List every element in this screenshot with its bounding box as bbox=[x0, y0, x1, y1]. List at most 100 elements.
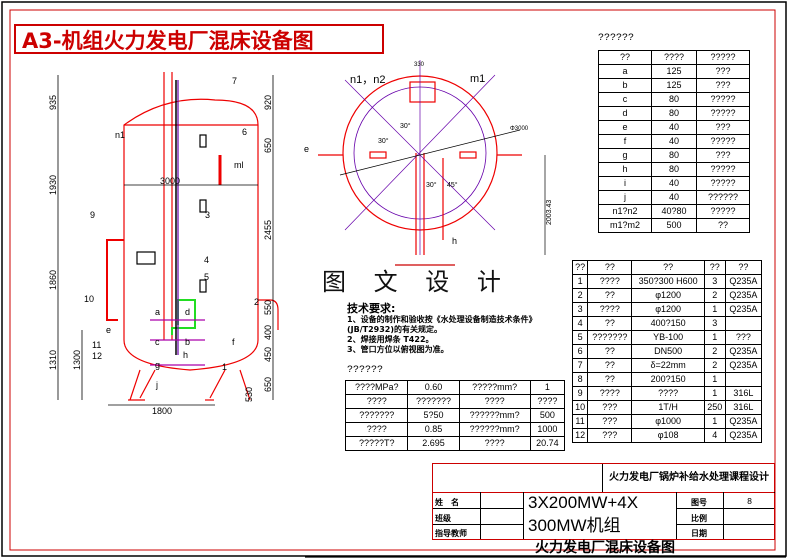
plan-dim-330: 330 bbox=[414, 62, 425, 68]
table-cell: m1?m2 bbox=[598, 218, 652, 233]
table-cell: ?? bbox=[587, 260, 633, 275]
table-cell: Q235A bbox=[724, 414, 763, 429]
table-cell: ????? bbox=[695, 106, 751, 121]
scale-label: 比例 bbox=[691, 514, 707, 523]
table-cell: 350?300 H600 bbox=[631, 274, 705, 289]
elevation-labels: 7 6 9 3 4 5 2 10 11 12 1 a b c d e f g h… bbox=[48, 76, 273, 416]
part-label-2: 2 bbox=[254, 297, 259, 307]
table-cell: 40?80 bbox=[650, 204, 697, 219]
advisor-label: 指导教师 bbox=[435, 529, 467, 538]
table-cell: ?? bbox=[587, 358, 633, 373]
part-label-10: 10 bbox=[84, 294, 94, 304]
part-label-7: 7 bbox=[232, 76, 237, 86]
diameter-dim: 3000 bbox=[160, 176, 180, 186]
base-width-dim: 1800 bbox=[152, 406, 172, 416]
table-cell: 80 bbox=[650, 106, 697, 121]
plan-angle-3: 30° bbox=[426, 181, 437, 189]
nozzle-table-caption: ?????? bbox=[598, 33, 635, 44]
elevation-view bbox=[57, 72, 279, 406]
dim-right-2: 650 bbox=[263, 138, 273, 153]
table-cell: ???? bbox=[344, 422, 409, 437]
table-cell: 1000 bbox=[529, 422, 566, 437]
table-cell: 80 bbox=[650, 162, 697, 177]
drawing-no-label: 图号 bbox=[691, 498, 707, 507]
part-label-4: 4 bbox=[204, 255, 209, 265]
nozzle-f: f bbox=[232, 337, 235, 347]
page-title: A3-机组火力发电厂混床设备图 bbox=[14, 24, 384, 54]
drawing-no: 8 bbox=[747, 497, 753, 506]
plan-dim-height: 2003.43 bbox=[546, 200, 553, 225]
part-label-3: 3 bbox=[205, 210, 210, 220]
table-cell: 40 bbox=[650, 120, 697, 135]
table-cell: ?? bbox=[703, 260, 726, 275]
table-cell: g bbox=[598, 148, 652, 163]
table-cell: ?? bbox=[631, 260, 705, 275]
param-table-caption: ?????? bbox=[347, 365, 384, 376]
table-row: ???????5?50??????mm?500 bbox=[344, 408, 566, 423]
project-line-2: 300MW机组 bbox=[528, 516, 621, 535]
class-label: 班级 bbox=[435, 514, 451, 523]
plan-angle-4: 45° bbox=[447, 181, 458, 189]
table-cell: Q235A bbox=[724, 302, 763, 317]
table-cell: ????? bbox=[695, 176, 751, 191]
table-cell: 125 bbox=[650, 64, 697, 79]
table-cell: 40 bbox=[650, 190, 697, 205]
table-row: ??????????????????? bbox=[344, 394, 566, 409]
dim-right-8: 530 bbox=[244, 387, 254, 402]
table-cell: YB-100 bbox=[631, 330, 705, 345]
table-cell: 12 bbox=[571, 428, 589, 443]
nozzle-e: e bbox=[106, 325, 111, 335]
table-cell: 316L bbox=[724, 400, 763, 415]
table-cell: ?????mm? bbox=[458, 380, 531, 395]
nozzle-c: c bbox=[155, 337, 160, 347]
table-cell bbox=[724, 372, 763, 387]
nozzle-a: a bbox=[155, 307, 160, 317]
part-label-12: 12 bbox=[92, 351, 102, 361]
table-cell: 500 bbox=[529, 408, 566, 423]
part-label-11: 11 bbox=[92, 340, 101, 350]
table-cell: 6 bbox=[571, 344, 589, 359]
table-cell: 9 bbox=[571, 386, 589, 401]
requirement-1: 1、设备的制作和验收按《水处理设备制造技术条件》(JB/T2932)的有关规定。 bbox=[347, 315, 537, 334]
nozzle-j: j bbox=[155, 380, 158, 390]
table-cell: ???? bbox=[458, 436, 531, 451]
table-cell: 20.74 bbox=[529, 436, 566, 451]
plan-angle-2: 30° bbox=[378, 137, 389, 145]
dim-left-3: 1860 bbox=[48, 270, 58, 290]
dim-right-3: 2455 bbox=[263, 220, 273, 240]
table-cell: c bbox=[598, 92, 652, 107]
table-cell: ??? bbox=[587, 428, 633, 443]
project-line-1: 3X200MW+4X bbox=[528, 493, 639, 512]
table-cell: 0.60 bbox=[407, 380, 460, 395]
table-cell: 2.695 bbox=[407, 436, 460, 451]
table-cell: ???? bbox=[587, 274, 633, 289]
course-title: 火力发电厂锅炉补给水处理课程设计 bbox=[602, 464, 775, 493]
title-block: 火力发电厂锅炉补给水处理课程设计 姓 名 班级 指导教师 3X200MW+4X … bbox=[432, 463, 775, 540]
table-cell: ??????mm? bbox=[458, 408, 531, 423]
param-table: ????MPa?0.60?????mm?1???????????????????… bbox=[344, 380, 566, 451]
table-cell: 10 bbox=[571, 400, 589, 415]
table-cell: 40 bbox=[650, 176, 697, 191]
dim-right-7: 650 bbox=[263, 377, 273, 392]
table-cell: ???? bbox=[650, 50, 697, 65]
table-cell: 8 bbox=[571, 372, 589, 387]
requirements-heading: 技术要求: bbox=[347, 302, 396, 315]
table-cell: δ=22mm bbox=[631, 358, 705, 373]
table-cell: ????? bbox=[695, 162, 751, 177]
table-cell: 2 bbox=[703, 344, 726, 359]
watermark: 图 文 设 计 bbox=[322, 268, 511, 296]
table-cell: 40 bbox=[650, 134, 697, 149]
table-cell: 4 bbox=[703, 428, 726, 443]
table-row: ?????T?2.695????20.74 bbox=[344, 436, 566, 451]
table-cell: j bbox=[598, 190, 652, 205]
part-label-9: 9 bbox=[90, 210, 95, 220]
